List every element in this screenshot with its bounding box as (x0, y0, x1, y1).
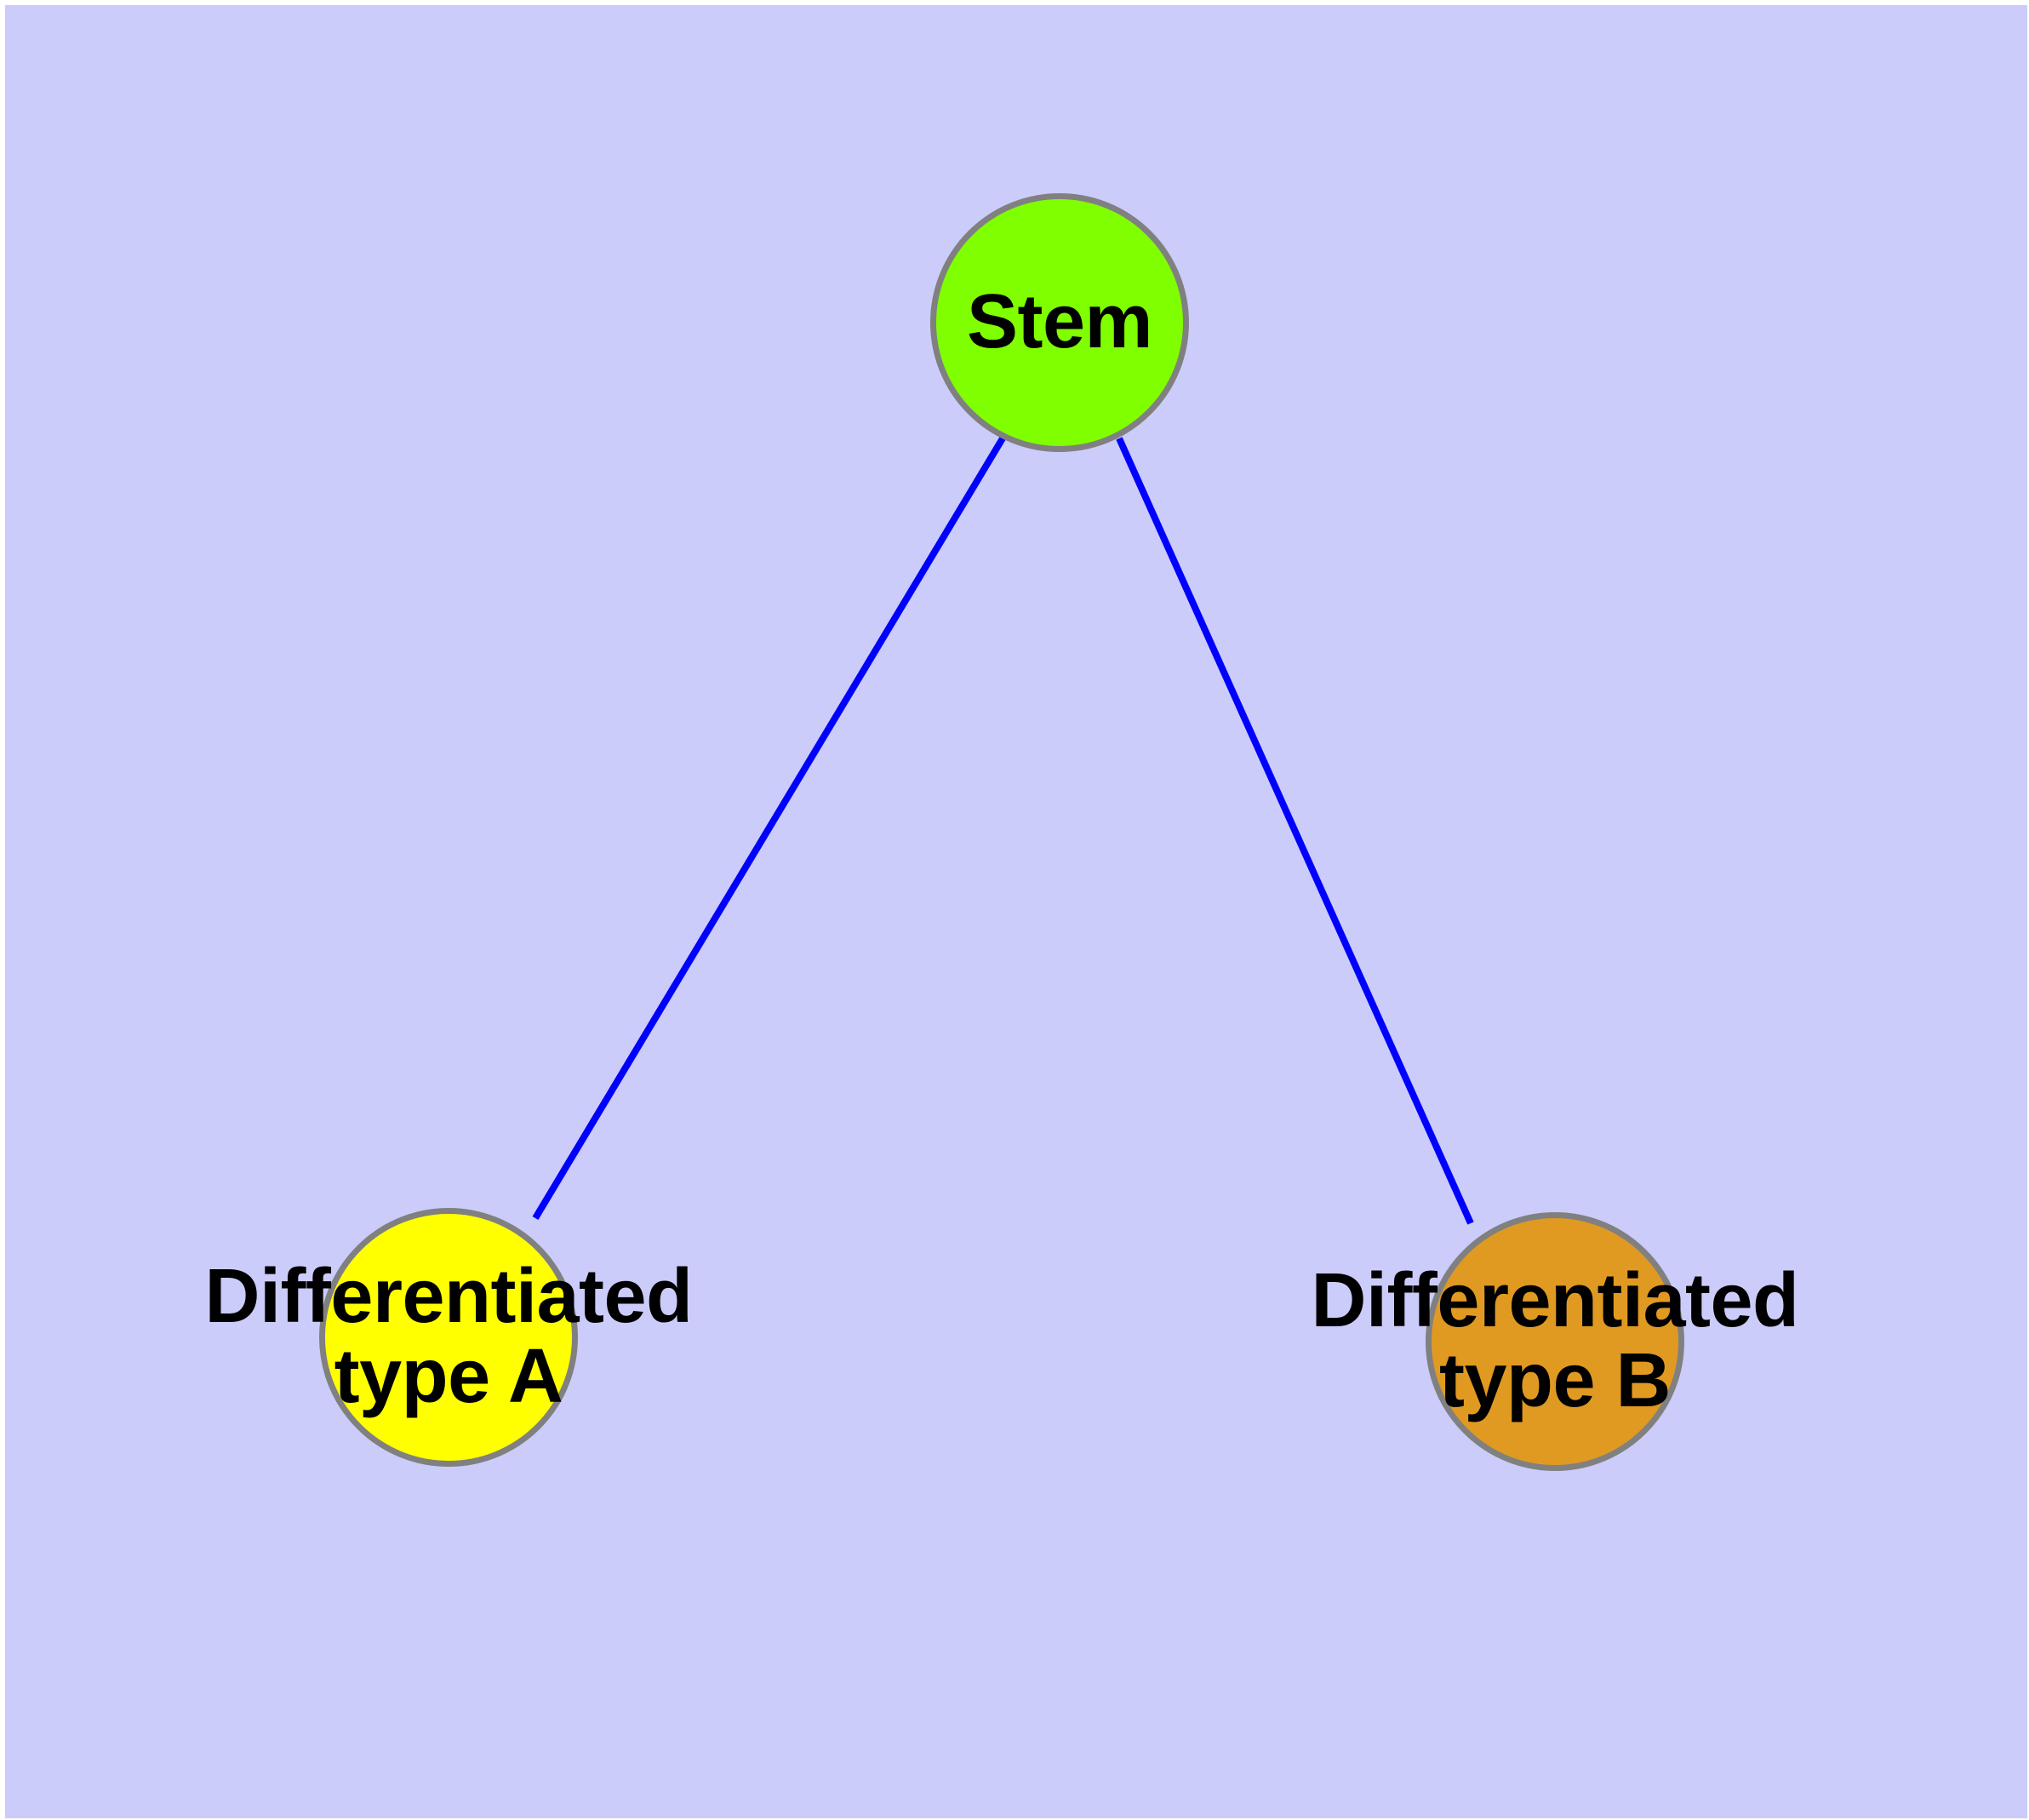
node-label-type-b-line-2: type B (1438, 1337, 1672, 1423)
node-label-stem: Stem (804, 282, 1315, 363)
node-label-type-a-line-1: Differentiated (204, 1254, 693, 1340)
node-label-stem-line-1: Stem (966, 279, 1153, 365)
node-differentiated-type-b[interactable] (1426, 1212, 1684, 1471)
node-stem[interactable] (930, 193, 1189, 452)
node-label-type-b-line-1: Differentiated (1311, 1258, 1799, 1344)
node-label-type-a-line-2: type A (334, 1333, 563, 1419)
node-differentiated-type-a[interactable] (319, 1208, 578, 1467)
